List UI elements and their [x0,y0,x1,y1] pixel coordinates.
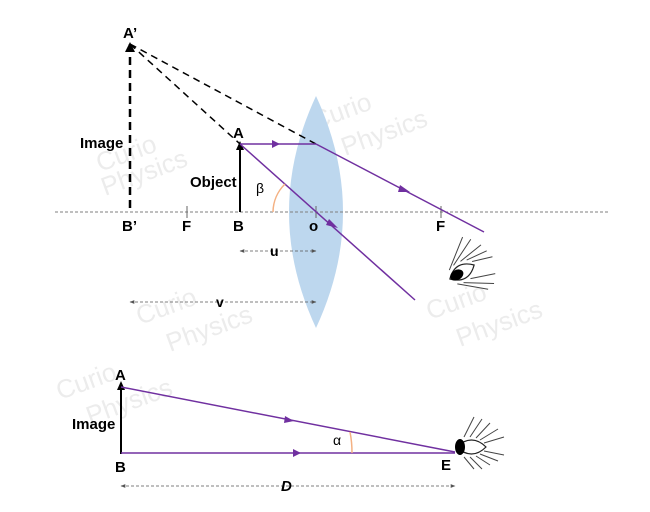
refracted-ray-arrow [398,185,410,192]
label-object-bottom: B [233,218,244,235]
object-arrowhead [236,141,244,150]
label-bottom-bottom: B [115,459,126,476]
label-distance-v: v [216,294,224,310]
bottom-axis-arrow [293,449,301,457]
label-optical-center: o [309,218,318,235]
central-ray-arrow [326,219,338,228]
label-distance-d: D [281,478,292,495]
label-eye-point: E [441,457,451,474]
label-image: Image [80,135,123,152]
label-angle-alpha: α [333,432,341,448]
label-object-top: A [233,125,244,142]
angle-alpha-arc [349,431,353,454]
image-arrowhead [125,42,135,52]
label-bottom-top: A [115,367,126,384]
label-focal-left: F [182,218,191,235]
bottom-slant-arrow [284,416,294,423]
angle-beta-arc [272,183,286,213]
label-angle-beta: β [256,180,264,196]
label-distance-u: u [270,243,279,259]
label-image-bottom: B’ [122,218,137,235]
label-bottom-image: Image [72,416,115,433]
back-extension-central-ray [129,43,241,145]
eye-icon [448,236,496,290]
label-focal-right: F [436,218,445,235]
label-object: Object [190,174,237,191]
eye-icon [455,416,505,470]
label-image-top: A’ [123,25,137,42]
parallel-ray-arrow [272,140,280,148]
